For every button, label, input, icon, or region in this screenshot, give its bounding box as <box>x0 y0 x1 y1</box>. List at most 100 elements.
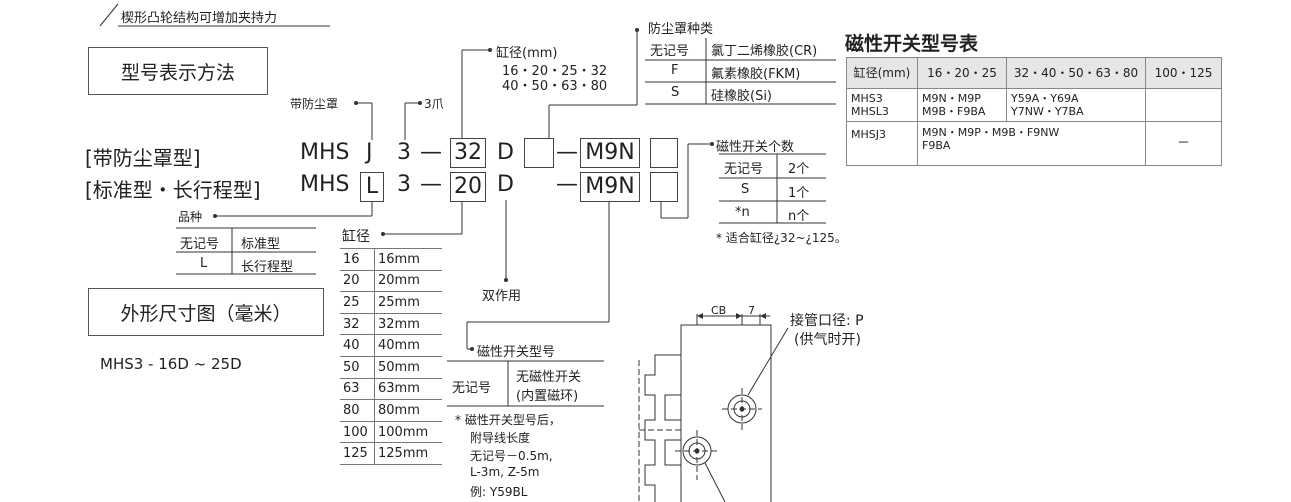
mag-row1-c2-l1: Y59A・Y69A <box>1011 92 1079 105</box>
bore-size-value: 20mm <box>374 270 442 293</box>
switch-count-row-2-code: *n <box>735 205 750 220</box>
mag-row1-c2-l2: Y7NW・Y7BA <box>1011 105 1084 118</box>
code-action-1: D <box>497 140 514 165</box>
section-title-model-code: 型号表示方法 <box>88 47 268 95</box>
row-label-standard: [标准型・长行程型] <box>85 178 261 202</box>
switch-model-desc-1: 无磁性开关 <box>516 370 582 385</box>
switch-count-row-2-count: n个 <box>788 209 810 224</box>
code-dash-1: — <box>420 140 442 165</box>
code-bore-1: 32 <box>450 138 486 168</box>
bore-size-code: 100 <box>340 421 375 444</box>
code-switch-2: M9N <box>580 172 640 202</box>
bore-size-value: 16mm <box>374 248 442 271</box>
code-dash-2: — <box>556 140 578 165</box>
callout-bore-mm: 缸径(mm) <box>496 46 558 61</box>
switch-count-row-1-code: S <box>741 182 750 197</box>
bore-size-code: 80 <box>340 399 375 422</box>
variety-row-0-code: 无记号 <box>180 237 220 252</box>
callout-three-jaw: 3爪 <box>424 97 444 111</box>
drawing-cb-label: CB <box>711 304 727 317</box>
dust-row-2-material: 硅橡胶(Si) <box>711 89 773 104</box>
code-dash-4: — <box>556 172 578 197</box>
switch-model-code: 无记号 <box>452 381 492 396</box>
variety-row-0-name: 标准型 <box>241 237 281 252</box>
bore-size-code: 50 <box>340 356 375 379</box>
callout-double-acting: 双作用 <box>482 289 522 304</box>
switch-note-line3: 无记号－0.5m, <box>470 449 553 463</box>
mag-row1-model: MHS3 <box>851 92 883 105</box>
bore-size-value: 63mm <box>374 378 442 401</box>
code-series-1: MHS <box>300 140 350 165</box>
dust-row-1-code: F <box>671 63 679 78</box>
port-sub-label: (供气时开) <box>794 332 861 348</box>
dust-row-1-material: 氟素橡胶(FKM) <box>711 67 801 82</box>
mag-switch-table: 缸径(mm) 16・20・25 32・40・50・63・80 100・125 M… <box>846 57 1222 166</box>
code-dust-material-box <box>524 138 554 168</box>
code-action-2: D <box>497 172 514 197</box>
switch-note-line5: 例: Y59BL <box>470 485 528 499</box>
mag-row2-c3: － <box>1145 121 1222 166</box>
mag-header-large: 100・125 <box>1145 57 1222 89</box>
callout-dust-cover: 带防尘罩 <box>290 97 339 111</box>
code-jaws-1: 3 <box>397 140 411 165</box>
bore-size-value: 50mm <box>374 356 442 379</box>
callout-dust-material: 防尘罩种类 <box>648 22 714 37</box>
dust-row-0-material: 氯丁二烯橡胶(CR) <box>711 44 818 59</box>
variety-row-1-name: 长行程型 <box>241 260 294 275</box>
bore-size-code: 32 <box>340 313 375 336</box>
mag-row1-c1-l1: M9N・M9P <box>922 92 981 105</box>
callout-bore-line2: 40・50・63・80 <box>502 79 608 94</box>
switch-note-line1: * 磁性开关型号后， <box>455 413 561 427</box>
code-switch-1: M9N <box>580 138 640 168</box>
mag-table-title: 磁性开关型号表 <box>845 33 979 55</box>
code-bore-2: 20 <box>450 172 486 202</box>
bore-size-value: 100mm <box>374 421 442 444</box>
bore-size-value: 80mm <box>374 399 442 422</box>
code-dash-3: — <box>420 172 442 197</box>
bore-size-code: 25 <box>340 291 375 314</box>
mag-header-mid: 32・40・50・63・80 <box>1006 57 1146 89</box>
callout-bore-title: 缸径 <box>342 229 370 245</box>
mag-header-bore: 缸径(mm) <box>846 57 918 89</box>
bore-size-value: 125mm <box>374 442 442 465</box>
mag-row1-model2: MHSL3 <box>851 105 889 118</box>
bore-size-value: 25mm <box>374 291 442 314</box>
switch-count-row-0-count: 2个 <box>788 162 810 177</box>
bore-size-code: 40 <box>340 334 375 357</box>
section-title-dimensions: 外形尺寸图（毫米） <box>88 288 324 336</box>
switch-note-line2: 附导线长度 <box>470 431 531 445</box>
mag-row2-model: MHSJ3 <box>846 121 918 166</box>
callout-variety: 品种 <box>178 210 203 224</box>
code-switch-count-box-2 <box>650 172 678 202</box>
switch-count-row-1-count: 1个 <box>788 186 810 201</box>
dimension-model-label: MHS3 - 16D ~ 25D <box>100 355 242 373</box>
header-note: 楔形凸轮结构可增加夹持力 <box>121 11 278 26</box>
callout-switch-model: 磁性开关型号 <box>477 345 556 360</box>
row-label-dust-cover: [带防尘罩型] <box>85 146 201 170</box>
switch-count-note: * 适合缸径¿32~¿125。 <box>716 231 847 245</box>
bore-size-code: 63 <box>340 378 375 401</box>
callout-bore-line1: 16・20・25・32 <box>502 64 608 79</box>
bore-size-code: 16 <box>340 248 375 271</box>
mag-header-small: 16・20・25 <box>917 57 1007 89</box>
variety-row-1-code: L <box>200 256 208 271</box>
mag-row2-c1-l2: F9BA <box>922 139 951 152</box>
port-label: 接管口径: P <box>790 313 864 329</box>
callout-switch-count: 磁性开关个数 <box>716 140 795 155</box>
mag-row1-c1-l2: M9B・F9BA <box>922 105 986 118</box>
bore-size-code: 20 <box>340 270 375 293</box>
code-variant-1: J <box>366 140 373 165</box>
switch-model-desc-2: (内置磁环) <box>516 389 579 404</box>
switch-note-line4: L-3m, Z-5m <box>470 465 540 479</box>
